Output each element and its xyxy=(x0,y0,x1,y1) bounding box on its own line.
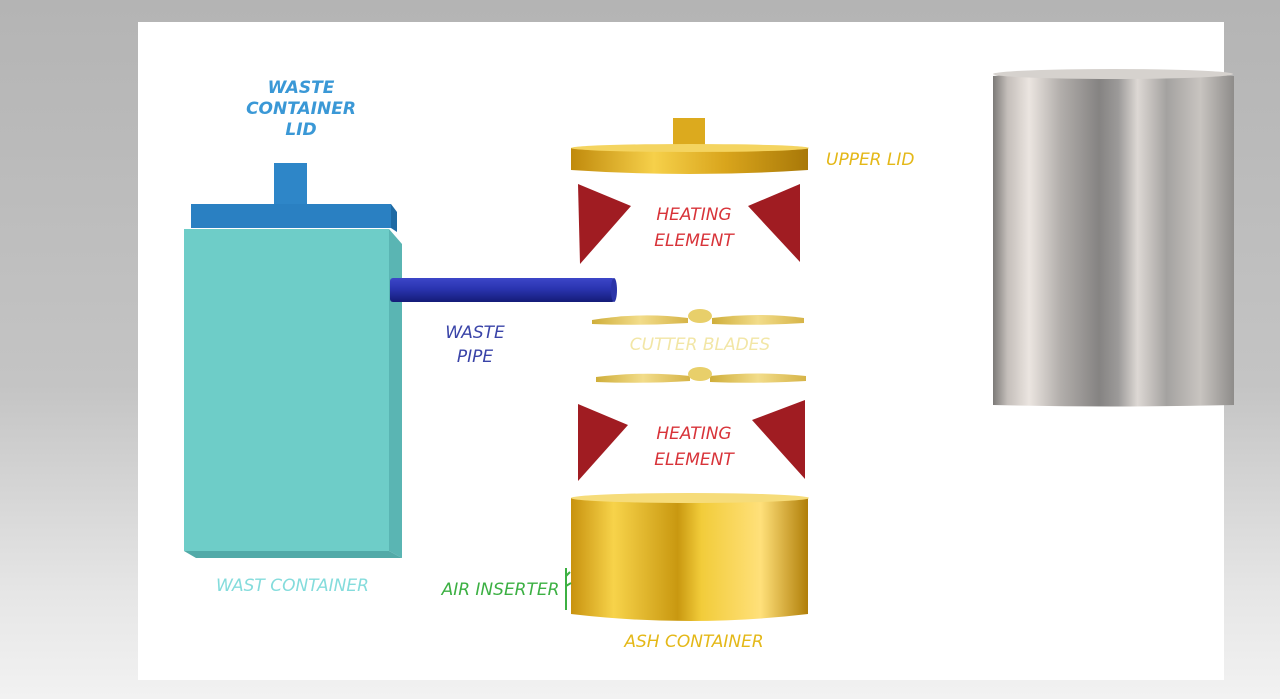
label-line: ASH CONTAINER xyxy=(624,632,764,652)
label-heating-element-top: HEATING ELEMENT xyxy=(634,202,754,254)
label-line: WASTE xyxy=(267,78,335,98)
label-line: CUTTER BLADES xyxy=(629,335,771,355)
waste-pipe xyxy=(390,278,617,302)
waste-container-lid xyxy=(191,163,397,232)
label-heating-element-bottom: HEATING ELEMENT xyxy=(634,421,754,473)
label-line: LID xyxy=(285,120,317,140)
label-line: HEATING xyxy=(656,205,732,225)
silver-cylinder xyxy=(993,69,1234,407)
heating-element-bottom xyxy=(578,400,805,481)
label-line: WASTE xyxy=(445,323,505,343)
label-waste-pipe: WASTE PIPE xyxy=(425,321,525,369)
label-ash-container: ASH CONTAINER xyxy=(614,630,774,654)
upper-lid xyxy=(571,118,809,174)
label-wast-container: WAST CONTAINER xyxy=(200,574,385,598)
label-line: ELEMENT xyxy=(654,450,734,470)
label-line: HEATING xyxy=(656,424,732,444)
label-line: ELEMENT xyxy=(654,231,734,251)
label-line: AIR INSERTER xyxy=(441,580,560,600)
cutter-blades xyxy=(592,309,806,383)
label-upper-lid: UPPER LID xyxy=(826,148,914,172)
waste-container xyxy=(184,229,402,558)
ash-container xyxy=(571,493,809,621)
label-line: CONTAINER xyxy=(246,99,356,119)
label-cutter-blades: CUTTER BLADES xyxy=(620,333,780,357)
label-air-inserter: AIR INSERTER xyxy=(438,578,563,602)
label-line: WAST CONTAINER xyxy=(216,576,369,596)
air-inserter xyxy=(565,568,572,610)
label-line: UPPER LID xyxy=(826,150,915,170)
heating-element-top xyxy=(578,184,800,264)
label-line: PIPE xyxy=(456,347,494,367)
label-waste-container-lid: WASTE CONTAINER LID xyxy=(226,78,376,141)
